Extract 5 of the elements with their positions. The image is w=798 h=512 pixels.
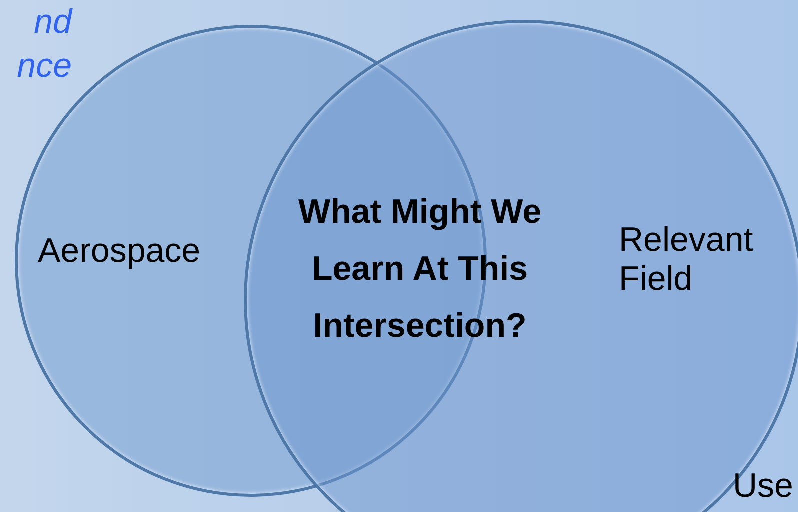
note-text: Use [733,466,794,506]
intersection-label: What Might We Learn At This Intersection? [298,192,542,347]
circle-label: Aerospace [38,232,202,271]
note-text: nd nce [16,2,72,87]
circle-label: Relevant Field [619,221,754,299]
